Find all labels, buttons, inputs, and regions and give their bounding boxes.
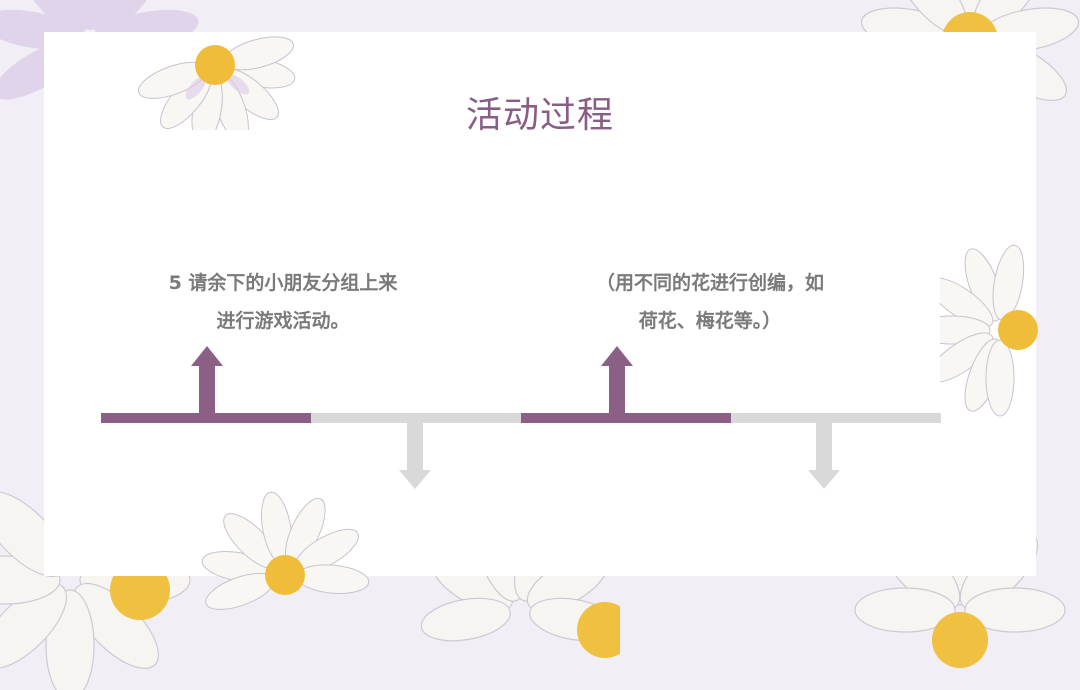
timeline-segment-3 [521,413,731,423]
step-3-line-1: （用不同的花进行创编，如 [595,272,824,294]
timeline-segment-1 [101,413,311,423]
step-3-caption: （用不同的花进行创编，如 荷花、梅花等。） [545,264,875,340]
timeline-segment-4 [731,413,941,423]
arrow-up-icon [601,346,633,414]
daisy-flower-icon [201,491,370,610]
step-1-line-2: 进行游戏活动。 [216,310,350,332]
daisy-flower-icon [138,36,296,130]
arrow-up-icon [191,346,223,414]
step-1-caption: 5 请余下的小朋友分组上来 进行游戏活动。 [120,264,446,340]
page-title: 活动过程 [465,95,614,136]
timeline-segment-2 [311,413,521,423]
step-3-line-2: 荷花、梅花等。） [638,310,782,332]
step-1-line-1: 5 请余下的小朋友分组上来 [168,272,398,294]
arrow-down-icon [808,422,840,489]
arrow-down-icon [399,422,431,489]
daisy-flower-icon [940,244,1038,417]
